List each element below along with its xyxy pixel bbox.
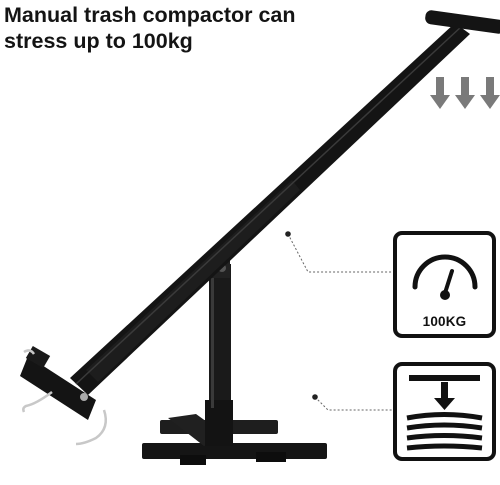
down-arrow-3 (480, 77, 500, 109)
headline-line-2: stress up to 100kg (4, 29, 193, 53)
down-arrow-2 (455, 77, 475, 109)
capacity-badge: 100KG (393, 231, 496, 338)
callout-lines (287, 233, 392, 411)
down-arrow-1 (430, 77, 450, 109)
base-right-foot (256, 452, 286, 462)
base-stand (142, 414, 327, 465)
base-foot (180, 455, 206, 465)
vertical-post (205, 264, 233, 446)
hook-icon (22, 349, 107, 446)
headline-line-1: Manual trash compactor can (4, 3, 296, 27)
callout-dot-press (312, 394, 318, 400)
base-front-bar (142, 443, 327, 459)
callout-line-press (314, 396, 392, 411)
capacity-label: 100KG (422, 314, 467, 329)
lever-arm (70, 23, 470, 395)
down-arrows-icon (430, 77, 500, 109)
gauge-icon (412, 254, 478, 300)
compress-icon (406, 375, 483, 451)
compression-badge (393, 362, 496, 461)
callout-line-gauge (287, 233, 392, 273)
t-handle (425, 10, 500, 34)
callout-dot-gauge (285, 231, 291, 237)
